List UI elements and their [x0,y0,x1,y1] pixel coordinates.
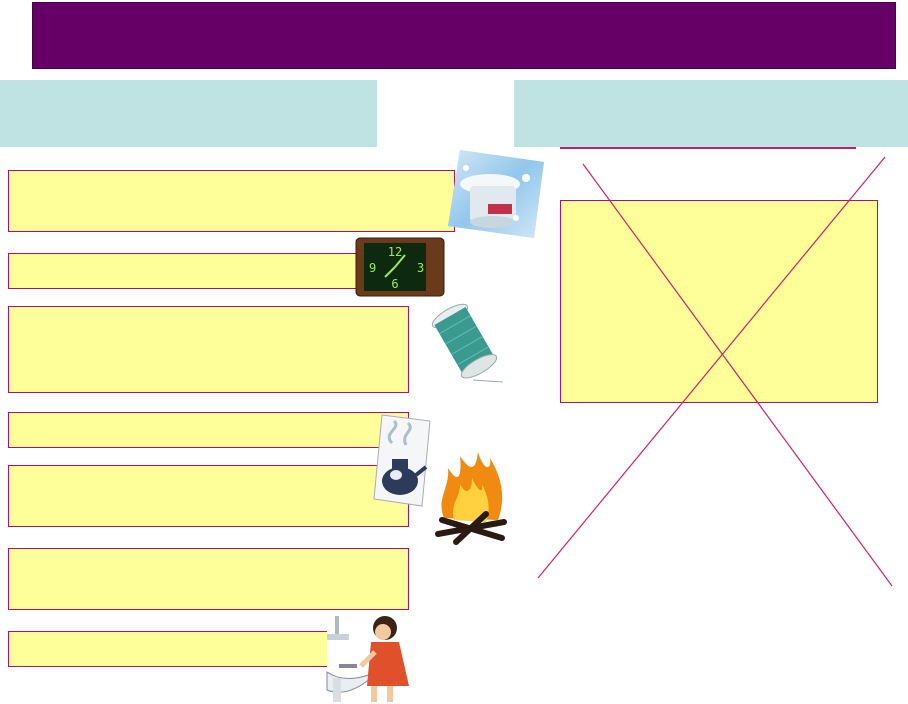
answer-box[interactable] [560,200,878,403]
statement-box-1[interactable] [8,170,455,232]
statement-box-3[interactable] [8,306,409,393]
thread-spool-icon [431,303,504,383]
statement-box-4[interactable] [8,412,409,448]
svg-text:3: 3 [417,261,424,275]
svg-text:6: 6 [391,277,398,291]
left-header-panel [0,80,377,147]
campfire-icon [435,452,507,545]
snow-covered-box-icon [448,150,544,238]
right-header-underline [560,147,856,149]
statement-box-5[interactable] [8,465,409,527]
right-header-panel [514,80,908,147]
title-bar [32,2,896,69]
svg-text:9: 9 [369,261,376,275]
girl-washing-hands-icon [326,614,418,702]
statement-box-6[interactable] [8,548,409,610]
svg-text:12: 12 [388,245,402,259]
statement-box-2[interactable] [8,253,358,289]
clock-icon: 12 9 3 6 [355,237,445,297]
steam-kettle-icon [373,414,431,507]
